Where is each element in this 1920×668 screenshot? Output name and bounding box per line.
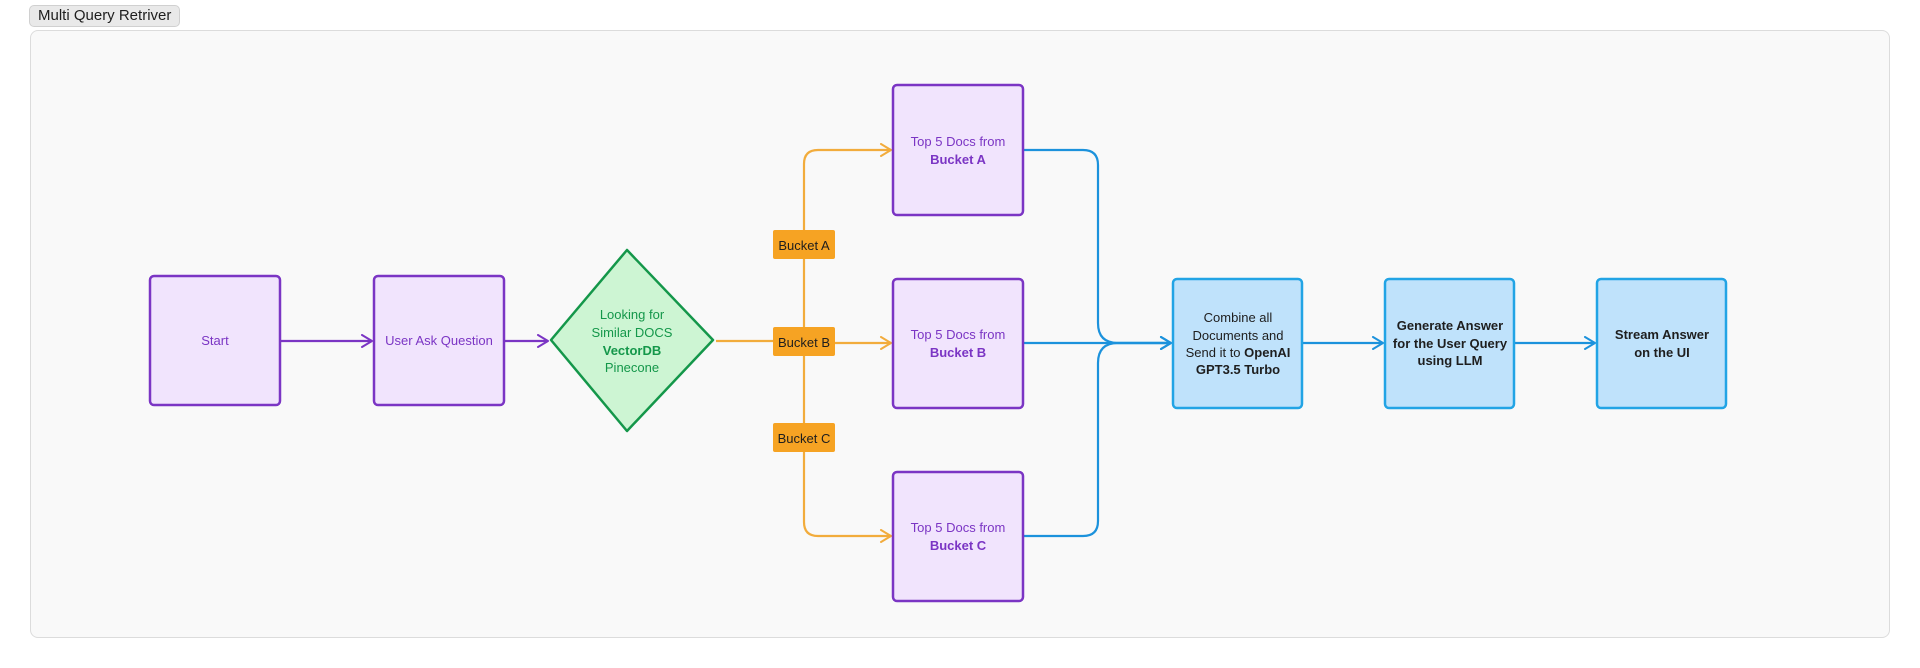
- edge-decision-to-bucket-c[interactable]: [802, 341, 892, 543]
- combine-line-1: Combine all: [1204, 310, 1273, 325]
- generate-line-2: for the User Query: [1393, 336, 1508, 351]
- bucket-label-c[interactable]: Bucket C: [773, 423, 835, 452]
- node-combine-documents[interactable]: Combine all Documents and Send it to Ope…: [1171, 277, 1304, 410]
- node-user-question-label: User Ask Question: [385, 333, 493, 348]
- bucket-b-text: Bucket B: [778, 335, 830, 350]
- combine-line-3-bold: OpenAI: [1244, 345, 1290, 360]
- node-start[interactable]: Start: [148, 274, 282, 407]
- stream-line-1: Stream Answer: [1615, 327, 1709, 342]
- bucket-label-b[interactable]: Bucket B: [773, 327, 835, 356]
- node-docs-bucket-a[interactable]: Top 5 Docs from Bucket A: [891, 83, 1025, 217]
- frame-title[interactable]: Multi Query Retriver: [29, 5, 181, 27]
- combine-line-3: Send it to OpenAI: [1186, 345, 1291, 360]
- decision-line-4: Pinecone: [605, 360, 659, 375]
- docs-a-line-1: Top 5 Docs from: [911, 134, 1006, 149]
- combine-line-2: Documents and: [1192, 328, 1283, 343]
- node-stream-answer[interactable]: Stream Answer on the UI: [1595, 277, 1728, 410]
- docs-c-line-2: Bucket C: [930, 538, 987, 553]
- node-generate-answer[interactable]: Generate Answer for the User Query using…: [1383, 277, 1516, 410]
- docs-c-line-1: Top 5 Docs from: [911, 520, 1006, 535]
- docs-a-line-2: Bucket A: [930, 152, 986, 167]
- node-user-ask-question[interactable]: User Ask Question: [372, 274, 506, 407]
- decision-line-2: Similar DOCS: [592, 325, 673, 340]
- node-start-label: Start: [201, 333, 229, 348]
- stream-line-2: on the UI: [1634, 345, 1690, 360]
- node-decision-vectordb[interactable]: Looking for Similar DOCS VectorDB Pineco…: [549, 248, 715, 433]
- generate-line-3: using LLM: [1418, 353, 1483, 368]
- decision-line-3: VectorDB: [603, 343, 662, 358]
- decision-line-1: Looking for: [600, 307, 665, 322]
- docs-b-line-1: Top 5 Docs from: [911, 327, 1006, 342]
- edge-docs-c-to-combine[interactable]: [1023, 336, 1172, 538]
- bucket-label-a[interactable]: Bucket A: [773, 230, 835, 259]
- node-docs-bucket-b[interactable]: Top 5 Docs from Bucket B: [891, 277, 1025, 410]
- combine-line-4: GPT3.5 Turbo: [1196, 362, 1280, 377]
- edge-docs-a-to-combine[interactable]: [1023, 148, 1172, 350]
- combine-line-3-prefix: Send it to: [1186, 345, 1245, 360]
- generate-line-1: Generate Answer: [1397, 318, 1503, 333]
- bucket-c-text: Bucket C: [778, 431, 831, 446]
- node-docs-bucket-c[interactable]: Top 5 Docs from Bucket C: [891, 470, 1025, 603]
- edge-decision-to-bucket-a[interactable]: [716, 143, 892, 343]
- bucket-a-text: Bucket A: [778, 238, 830, 253]
- connectors: [281, 143, 1596, 543]
- docs-b-line-2: Bucket B: [930, 345, 986, 360]
